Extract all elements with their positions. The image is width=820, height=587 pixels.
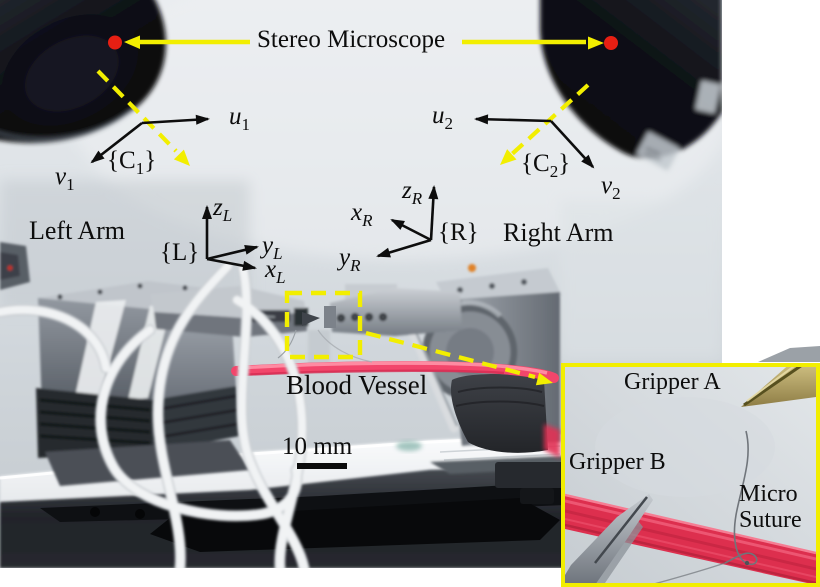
inset-suture-thread xyxy=(655,430,758,583)
axis-label-v1: v1 xyxy=(55,163,75,194)
right-arm-label: Right Arm xyxy=(503,218,614,247)
axis-label-zL: zL xyxy=(213,194,233,225)
frame-label-c2: {C2} xyxy=(521,150,571,181)
inset-magnified-view xyxy=(561,363,820,587)
frame-label-L: {L} xyxy=(160,239,200,266)
axis-label-u1: u1 xyxy=(229,103,250,134)
inset-gripper-overflow xyxy=(758,346,820,362)
scale-bar-label: 10 mm xyxy=(282,433,353,460)
scale-bar xyxy=(297,463,347,469)
frame-label-c1: {C1} xyxy=(107,147,157,178)
axis-label-yL: yL xyxy=(262,232,283,263)
white-cables xyxy=(0,260,310,568)
teal-object xyxy=(396,441,422,451)
vessel-holder-wedge xyxy=(450,374,548,453)
inset-gripper-a-tool xyxy=(741,367,816,407)
micro-suture-label: Micro Suture xyxy=(739,481,802,533)
frame-label-R: {R} xyxy=(438,219,479,246)
axis-label-xR: xR xyxy=(351,199,373,230)
gripper-b-label: Gripper B xyxy=(569,449,666,475)
stereo-microscope-label: Stereo Microscope xyxy=(257,26,446,53)
inset-scene xyxy=(565,367,816,583)
inset-gripper-b-tool xyxy=(565,494,653,583)
camera-label-stickers xyxy=(636,80,721,171)
axis-label-v2: v2 xyxy=(601,172,621,203)
axis-label-xL: xL xyxy=(265,256,286,287)
blood-vessel-label: Blood Vessel xyxy=(286,370,428,400)
axis-label-u2: u2 xyxy=(432,102,453,133)
left-arm-label: Left Arm xyxy=(29,216,126,245)
axis-label-yR: yR xyxy=(339,244,361,275)
axis-label-zR: zR xyxy=(402,177,423,208)
left-robot-arm xyxy=(36,281,308,486)
right-gripper-arm xyxy=(330,284,462,336)
left-edge-bracket xyxy=(0,242,30,290)
gripper-a-label: Gripper A xyxy=(624,369,721,395)
orange-marker-dot xyxy=(468,264,476,272)
